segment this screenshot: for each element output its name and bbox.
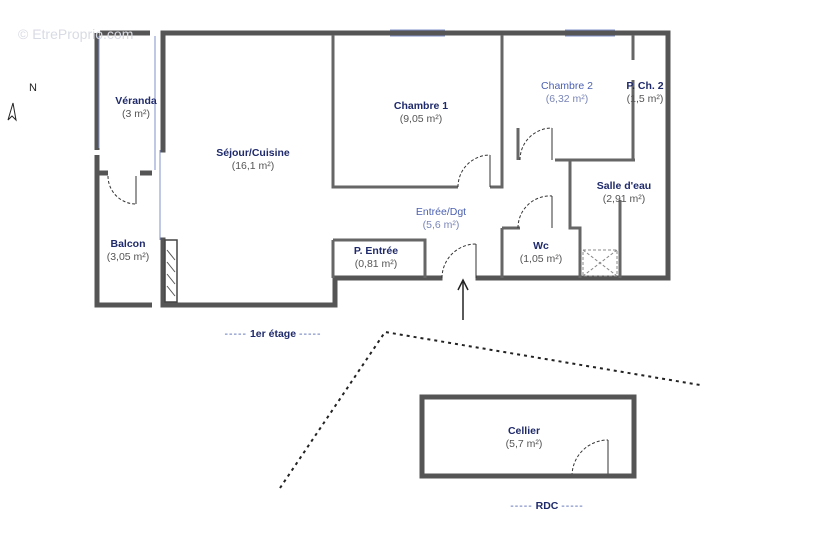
terrain-boundary xyxy=(279,330,701,489)
outer-wall xyxy=(475,30,671,281)
shower-tray xyxy=(582,249,618,277)
cellier-wall xyxy=(419,394,637,479)
door-entree xyxy=(441,243,477,279)
room-label-pentree: P. Entrée(0,81 m²) xyxy=(353,245,399,270)
room-label-sejour: Séjour/Cuisine(16,1 m²) xyxy=(216,147,290,172)
compass-label: N xyxy=(29,82,37,94)
balcony-wall xyxy=(94,155,152,308)
north-arrow-icon xyxy=(7,102,17,122)
door-cellier xyxy=(571,439,609,477)
door-wc xyxy=(517,195,553,229)
balcony-railing xyxy=(164,239,178,303)
wall-chambre1-right xyxy=(490,35,504,189)
room-label-salle-deau: Salle d'eau(2,91 m²) xyxy=(596,180,652,205)
room-label-chambre2: Chambre 2(6,32 m²) xyxy=(541,80,593,105)
level-label-ground: ----- RDC ----- xyxy=(510,500,584,512)
level-label-first: ----- 1er étage ----- xyxy=(224,328,322,340)
room-label-pch2: P. Ch. 2(1,5 m²) xyxy=(626,80,664,105)
door-chambre2 xyxy=(519,127,553,161)
wall-chambre1 xyxy=(331,35,458,189)
room-label-entree: Entrée/Dgt(5,6 m²) xyxy=(415,206,467,231)
room-label-veranda: Véranda(3 m²) xyxy=(115,95,157,120)
room-label-wc: Wc(1,05 m²) xyxy=(519,240,563,265)
room-label-chambre1: Chambre 1(9,05 m²) xyxy=(393,100,449,125)
wall-pentree xyxy=(333,238,427,278)
room-label-cellier: Cellier(5,7 m²) xyxy=(505,425,543,450)
watermark: © EtreProprio.com xyxy=(18,26,134,42)
room-label-balcon: Balcon(3,05 m²) xyxy=(106,238,150,263)
door-balcon xyxy=(107,175,137,205)
outer-wall xyxy=(160,275,443,308)
wall-salle xyxy=(568,160,582,278)
door-chambre1 xyxy=(457,154,491,188)
